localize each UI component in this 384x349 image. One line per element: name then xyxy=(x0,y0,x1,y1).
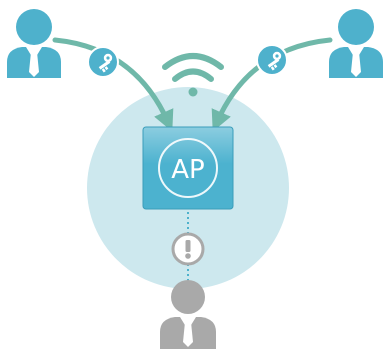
key-icon xyxy=(87,46,119,78)
wifi-icon xyxy=(162,53,224,97)
user-icon xyxy=(329,9,383,78)
arrow-left-user-to-ap xyxy=(52,37,174,132)
user-icon xyxy=(160,280,216,349)
access-point: AP xyxy=(142,126,234,210)
key-icon xyxy=(256,44,288,76)
warning-icon xyxy=(171,232,205,266)
ap-label: AP xyxy=(171,155,204,185)
user-icon xyxy=(7,9,61,78)
